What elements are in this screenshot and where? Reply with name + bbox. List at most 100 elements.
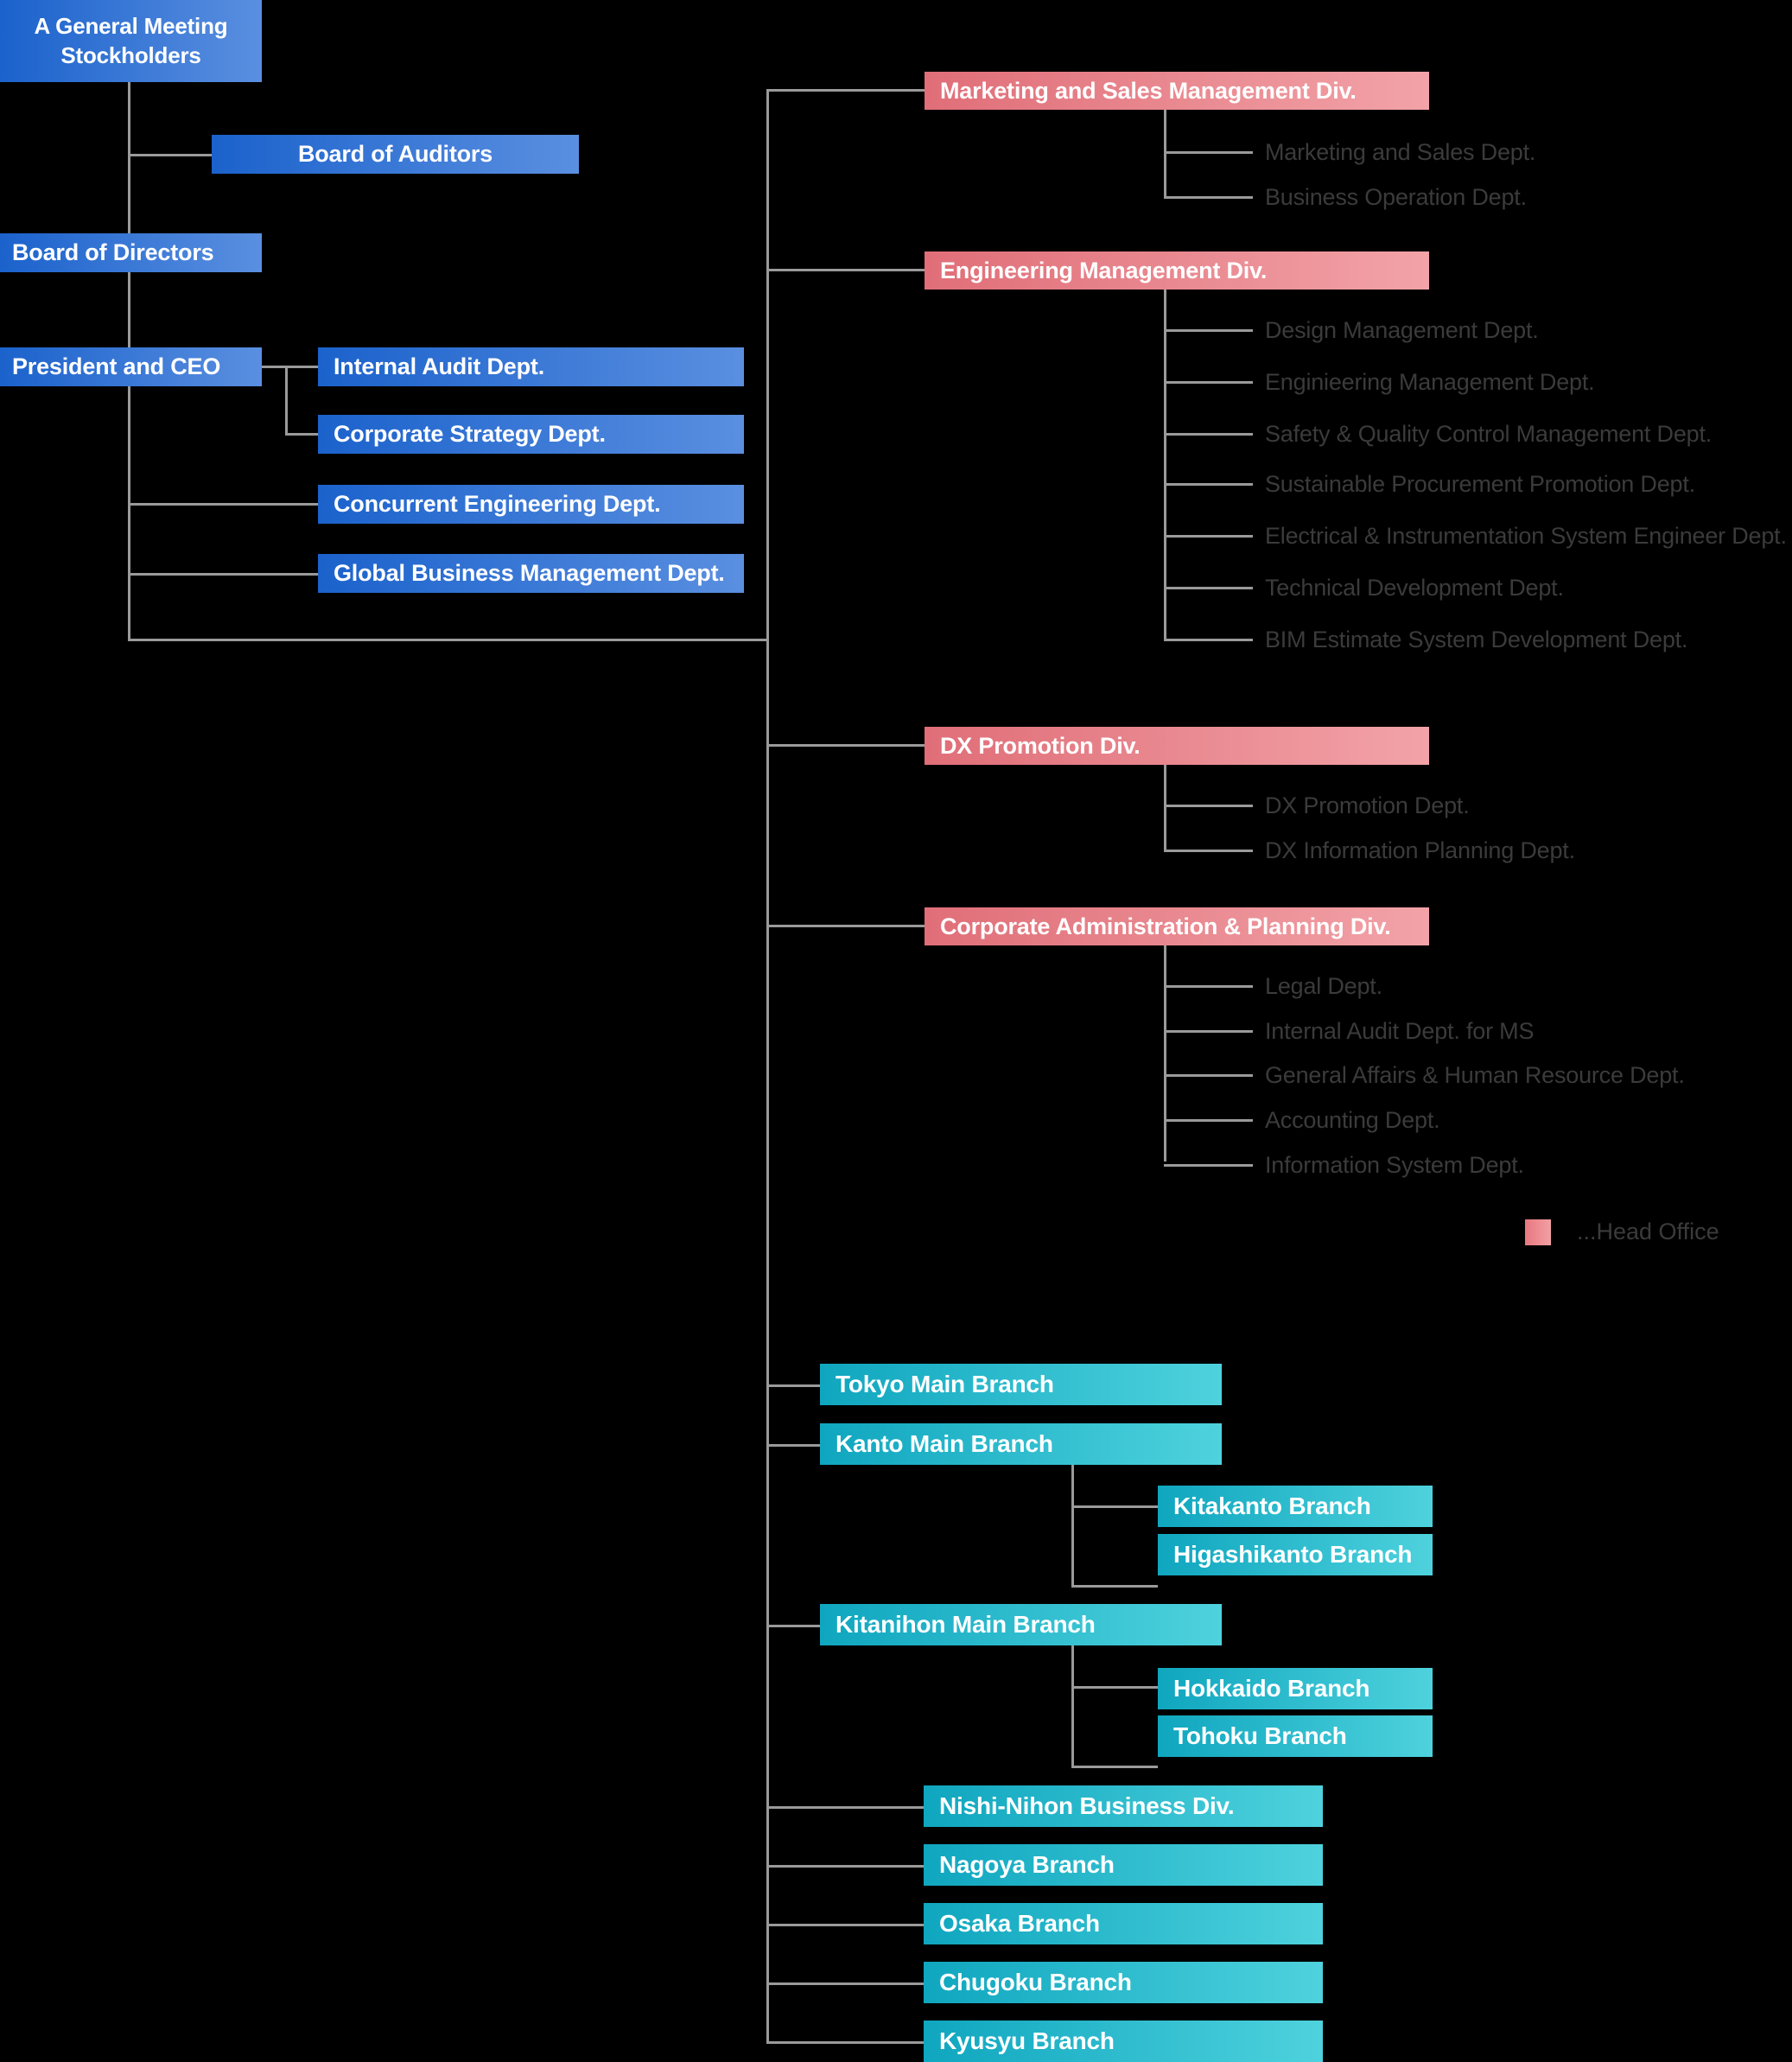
connector-to-kitanihon-main-branch <box>766 1625 820 1627</box>
connector-to-nagoya-branch <box>766 1865 924 1868</box>
box-kitanihon-main-branch[interactable]: Kitanihon Main Branch <box>820 1604 1222 1645</box>
connector-to-safety-quality-dept <box>1164 433 1253 436</box>
box-concurrent-engineering-dept[interactable]: Concurrent Engineering Dept. <box>318 485 744 524</box>
connector-to-marketing-div <box>766 89 926 92</box>
box-board-of-auditors[interactable]: Board of Auditors <box>212 135 579 174</box>
dept-design-management: Design Management Dept. <box>1265 317 1539 343</box>
box-global-business-management-dept[interactable]: Global Business Management Dept. <box>318 554 744 593</box>
dept-sustainable-procurement-promotion: Sustainable Procurement Promotion Dept. <box>1265 471 1695 497</box>
dept-dx-information-planning: DX Information Planning Dept. <box>1265 837 1575 863</box>
connector-marketing-div-bracket <box>1164 110 1166 199</box>
dept-technical-development: Technical Development Dept. <box>1265 575 1564 601</box>
box-nishi-nihon-business-div[interactable]: Nishi-Nihon Business Div. <box>924 1785 1323 1827</box>
connector-audit-strategy-bracket <box>285 366 288 435</box>
connector-kanto-children-bracket <box>1071 1465 1074 1588</box>
connector-to-dx-information-planning-dept <box>1164 850 1253 852</box>
connector-to-nishi-nihon-div <box>766 1806 924 1809</box>
box-kanto-main-branch[interactable]: Kanto Main Branch <box>820 1423 1222 1465</box>
connector-to-business-operation-dept <box>1164 196 1253 199</box>
connector-to-electrical-instrumentation-dept <box>1164 535 1253 538</box>
legend-label-head-office: ...Head Office <box>1577 1219 1719 1244</box>
box-general-meeting-stockholders[interactable]: A General Meeting Stockholders <box>0 0 262 82</box>
connector-to-kanto-main-branch <box>766 1444 820 1447</box>
connector-to-global-business <box>128 573 318 576</box>
connector-to-tokyo-main-branch <box>766 1384 820 1387</box>
connector-to-internal-audit <box>285 366 320 368</box>
board-of-auditors-label: Board of Auditors <box>297 141 493 167</box>
dept-internal-audit-for-ms: Internal Audit Dept. for MS <box>1265 1018 1535 1044</box>
connector-to-hokkaido-branch <box>1071 1686 1158 1689</box>
dept-accounting: Accounting Dept. <box>1265 1107 1440 1133</box>
connector-to-dx-promotion-dept <box>1164 805 1253 807</box>
dept-business-operation: Business Operation Dept. <box>1265 184 1527 210</box>
box-corporate-strategy-dept[interactable]: Corporate Strategy Dept. <box>318 415 744 454</box>
president-and-ceo-label: President and CEO <box>12 353 221 379</box>
connector-to-bim-estimate-dept <box>1164 639 1253 641</box>
box-nagoya-branch[interactable]: Nagoya Branch <box>924 1844 1323 1886</box>
dept-legal: Legal Dept. <box>1265 973 1382 999</box>
box-higashikanto-branch[interactable]: Higashikanto Branch <box>1158 1534 1433 1575</box>
connector-to-corporate-strategy <box>285 433 320 436</box>
box-kyusyu-branch[interactable]: Kyusyu Branch <box>924 2021 1323 2062</box>
connector-to-enginieering-management-dept <box>1164 381 1253 384</box>
connector-to-kyusyu-branch <box>766 2041 924 2044</box>
general-meeting-line-2: Stockholders <box>60 41 201 68</box>
box-corporate-administration-planning-div[interactable]: Corporate Administration & Planning Div. <box>925 907 1429 945</box>
box-board-of-directors[interactable]: Board of Directors <box>0 233 262 272</box>
dept-bim-estimate-system-development: BIM Estimate System Development Dept. <box>1265 627 1688 652</box>
box-chugoku-branch[interactable]: Chugoku Branch <box>924 1962 1323 2003</box>
connector-to-board-of-auditors <box>128 154 212 156</box>
connector-kitanihon-children-bracket <box>1071 1645 1074 1768</box>
tohoku-branch-label: Tohoku Branch <box>1173 1722 1347 1749</box>
box-marketing-and-sales-management-div[interactable]: Marketing and Sales Management Div. <box>925 72 1429 110</box>
connector-to-kitakanto-branch <box>1071 1505 1158 1508</box>
connector-to-engineering-div <box>766 269 926 271</box>
box-dx-promotion-div[interactable]: DX Promotion Div. <box>925 727 1429 765</box>
hokkaido-branch-label: Hokkaido Branch <box>1173 1675 1370 1702</box>
connector-engineering-div-bracket <box>1164 290 1166 641</box>
box-kitakanto-branch[interactable]: Kitakanto Branch <box>1158 1486 1433 1527</box>
dept-electrical-instrumentation-system-engineer: Electrical & Instrumentation System Engi… <box>1265 523 1787 549</box>
box-hokkaido-branch[interactable]: Hokkaido Branch <box>1158 1668 1433 1709</box>
internal-audit-dept-label: Internal Audit Dept. <box>334 353 544 379</box>
dept-information-system: Information System Dept. <box>1265 1152 1524 1178</box>
nagoya-branch-label: Nagoya Branch <box>939 1851 1115 1878</box>
connector-corporate-admin-div-bracket <box>1164 945 1166 1161</box>
dept-general-affairs-human-resource: General Affairs & Human Resource Dept. <box>1265 1062 1685 1088</box>
connector-main-spine <box>766 89 769 2043</box>
box-osaka-branch[interactable]: Osaka Branch <box>924 1903 1323 1944</box>
connector-to-tohoku-branch <box>1071 1766 1158 1768</box>
corporate-strategy-dept-label: Corporate Strategy Dept. <box>334 421 606 447</box>
connector-to-higashikanto-branch <box>1071 1585 1158 1588</box>
connector-to-chugoku-branch <box>766 1982 924 1985</box>
connector-to-legal-dept <box>1164 985 1253 988</box>
box-president-and-ceo[interactable]: President and CEO <box>0 347 262 386</box>
kanto-main-branch-label: Kanto Main Branch <box>836 1430 1053 1457</box>
box-internal-audit-dept[interactable]: Internal Audit Dept. <box>318 347 744 386</box>
connector-to-internal-audit-ms-dept <box>1164 1030 1253 1033</box>
connector-to-accounting-dept <box>1164 1119 1253 1122</box>
kyusyu-branch-label: Kyusyu Branch <box>939 2027 1115 2054</box>
concurrent-engineering-dept-label: Concurrent Engineering Dept. <box>334 491 661 517</box>
global-business-management-dept-label: Global Business Management Dept. <box>334 560 725 586</box>
box-tohoku-branch[interactable]: Tohoku Branch <box>1158 1715 1433 1757</box>
kitakanto-branch-label: Kitakanto Branch <box>1173 1492 1371 1519</box>
connector-to-dx-div <box>766 744 926 747</box>
kitanihon-main-branch-label: Kitanihon Main Branch <box>836 1611 1096 1638</box>
connector-president-to-spine <box>128 639 769 641</box>
box-tokyo-main-branch[interactable]: Tokyo Main Branch <box>820 1364 1222 1405</box>
corporate-administration-planning-div-label: Corporate Administration & Planning Div. <box>940 913 1391 939</box>
connector-to-general-affairs-hr-dept <box>1164 1074 1253 1077</box>
connector-to-marketing-and-sales-dept <box>1164 151 1253 154</box>
dept-enginieering-management: Enginieering Management Dept. <box>1265 369 1595 395</box>
dx-promotion-div-label: DX Promotion Div. <box>940 732 1141 759</box>
connector-dx-div-bracket <box>1164 765 1166 852</box>
chugoku-branch-label: Chugoku Branch <box>939 1969 1132 1995</box>
engineering-management-div-label: Engineering Management Div. <box>940 257 1268 283</box>
connector-to-osaka-branch <box>766 1924 924 1926</box>
connector-to-sustainable-procurement-dept <box>1164 483 1253 486</box>
general-meeting-line-1: A General Meeting <box>34 13 228 40</box>
marketing-and-sales-management-div-label: Marketing and Sales Management Div. <box>940 77 1357 104</box>
box-engineering-management-div[interactable]: Engineering Management Div. <box>925 251 1429 290</box>
